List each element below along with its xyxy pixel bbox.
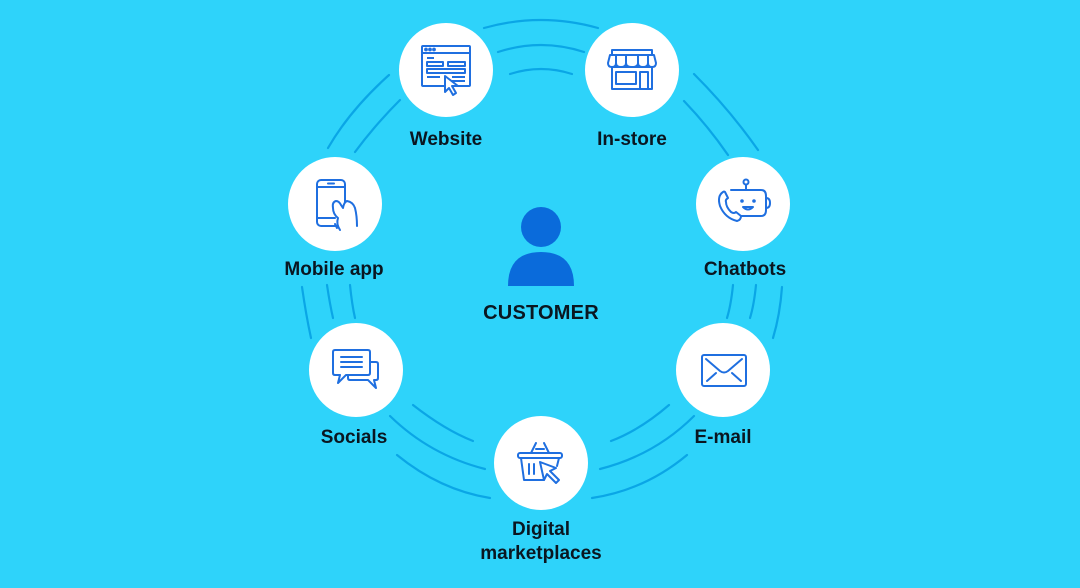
channel-website-node[interactable] — [399, 23, 493, 117]
chat-bubbles-icon — [332, 349, 379, 389]
channel-mobile-app-label: Mobile app — [284, 259, 384, 280]
channel-digital-marketplaces-label-line2: marketplaces — [480, 543, 602, 564]
chatbot-phone-icon — [718, 178, 771, 222]
storefront-icon — [607, 49, 657, 90]
channel-in-store-label: In-store — [597, 129, 667, 150]
browser-cursor-icon — [421, 45, 471, 96]
person-icon — [508, 207, 574, 286]
channel-e-mail-label: E-mail — [694, 427, 752, 448]
channel-socials-label: Socials — [320, 427, 388, 448]
channel-in-store-node[interactable] — [585, 23, 679, 117]
channel-socials-node[interactable] — [309, 323, 403, 417]
channel-chatbots-node[interactable] — [696, 157, 790, 251]
phone-hand-icon — [316, 179, 358, 231]
channel-mobile-app-node[interactable] — [288, 157, 382, 251]
basket-cursor-icon — [517, 442, 563, 484]
channel-digital-marketplaces-label-line1: Digital — [511, 519, 571, 540]
customer-label: CUSTOMER — [483, 302, 599, 324]
channel-e-mail-node[interactable] — [676, 323, 770, 417]
channel-website-label: Website — [409, 129, 483, 150]
channel-chatbots-label: Chatbots — [703, 259, 787, 280]
channel-digital-marketplaces-label: Digital marketplaces — [480, 518, 601, 566]
channel-digital-marketplaces-node[interactable] — [494, 416, 588, 510]
envelope-icon — [701, 354, 747, 387]
